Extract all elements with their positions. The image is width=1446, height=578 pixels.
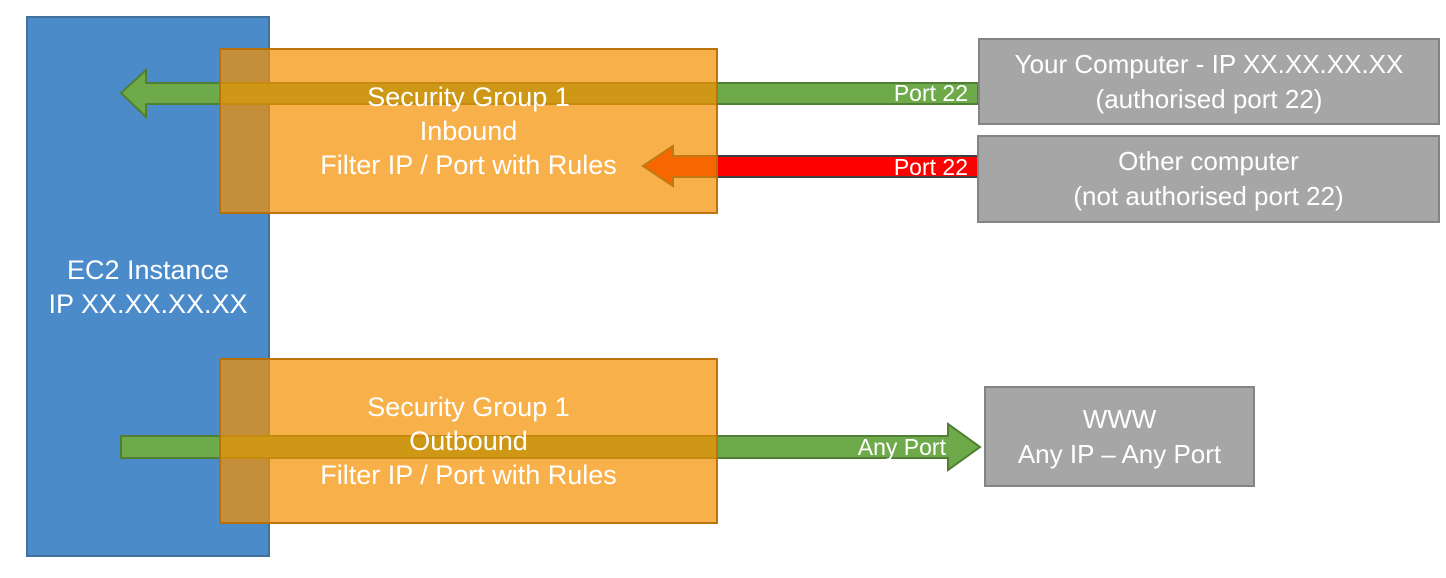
other-computer-subtitle: (not authorised port 22) bbox=[1073, 181, 1344, 211]
your-computer-subtitle: (authorised port 22) bbox=[1095, 83, 1323, 114]
inbound-blocked-port-label: Port 22 bbox=[893, 154, 968, 180]
security-group-outbound-box: Security Group 1 Outbound Filter IP / Po… bbox=[219, 358, 718, 524]
www-box: WWW Any IP – Any Port bbox=[984, 386, 1255, 487]
www-title: WWW bbox=[1082, 403, 1157, 434]
your-computer-box: Your Computer - IP XX.XX.XX.XX (authoris… bbox=[978, 38, 1440, 125]
other-computer-box: Other computer (not authorised port 22) bbox=[977, 135, 1440, 223]
sg-inbound-description: Filter IP / Port with Rules bbox=[320, 150, 617, 180]
sg-outbound-description: Filter IP / Port with Rules bbox=[320, 460, 617, 490]
outbound-port-label: Any Port bbox=[857, 434, 946, 460]
www-subtitle: Any IP – Any Port bbox=[1017, 438, 1222, 469]
sg-inbound-title: Security Group 1 bbox=[367, 82, 570, 112]
inbound-allowed-port-label: Port 22 bbox=[893, 80, 968, 106]
your-computer-title: Your Computer - IP XX.XX.XX.XX bbox=[1014, 48, 1404, 79]
sg-inbound-direction: Inbound bbox=[419, 116, 518, 146]
sg-outbound-title: Security Group 1 bbox=[367, 392, 570, 422]
sg-outbound-direction: Outbound bbox=[409, 426, 528, 456]
security-group-inbound-box: Security Group 1 Inbound Filter IP / Por… bbox=[219, 48, 718, 214]
other-computer-title: Other computer bbox=[1118, 146, 1299, 176]
